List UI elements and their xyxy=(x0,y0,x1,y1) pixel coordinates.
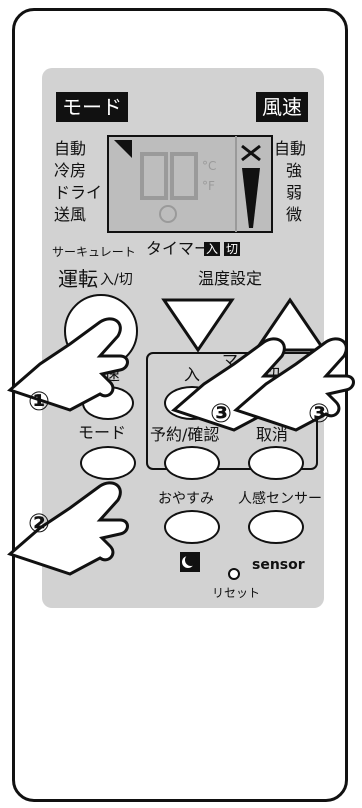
step-number: ② xyxy=(28,509,51,539)
mode-button[interactable] xyxy=(80,446,136,480)
fan-level-micro: 微 xyxy=(286,205,303,224)
mode-label: モード xyxy=(56,92,128,122)
sleep-button-label: おやすみ xyxy=(158,491,214,507)
mode-item-auto: 自動 xyxy=(54,139,87,158)
reserve-button[interactable] xyxy=(164,446,220,480)
mode-button-label: モード xyxy=(78,423,127,442)
sensor-button[interactable] xyxy=(248,510,304,544)
hand-icon xyxy=(7,317,129,412)
temp-label: 温度設定 xyxy=(198,269,263,288)
reset-label: リセット xyxy=(212,586,261,600)
step-number: ③ xyxy=(308,399,331,429)
circulate-label: サーキュレート xyxy=(52,245,136,259)
lcd-screen: °C °F xyxy=(107,135,273,233)
timer-label: タイマー xyxy=(146,239,211,258)
step-number: ③ xyxy=(210,399,233,429)
fan-level-weak: 弱 xyxy=(286,183,303,202)
fan-level-auto: 自動 xyxy=(274,139,307,158)
timer-on-button-label: 入 xyxy=(184,365,201,384)
temp-down-button[interactable] xyxy=(158,296,238,356)
sleep-button[interactable] xyxy=(164,510,220,544)
fan-level-strong: 強 xyxy=(286,161,303,180)
sleep-icon xyxy=(180,552,200,572)
svg-text:°F: °F xyxy=(202,179,215,193)
reserve-button-label: 予約/確認 xyxy=(150,425,220,444)
power-label: 運転 xyxy=(58,267,98,291)
svg-text:°C: °C xyxy=(202,159,216,173)
cancel-button[interactable] xyxy=(248,446,304,480)
power-sub-label: 入/切 xyxy=(100,272,133,288)
mode-item-dry: ドライ xyxy=(54,183,103,202)
hand-icon xyxy=(7,481,129,576)
sensor-button-label: 人感センサー xyxy=(238,491,322,507)
mode-item-cool: 冷房 xyxy=(54,161,87,180)
hand-icon xyxy=(233,337,355,432)
timer-off-box: 切 xyxy=(224,242,241,256)
sensor-logo: sensor xyxy=(252,557,305,573)
cancel-button-label: 取消 xyxy=(256,425,289,444)
step-number: ① xyxy=(28,387,51,417)
fan-speed-label: 風速 xyxy=(256,92,308,122)
timer-on-box: 入 xyxy=(204,242,221,256)
reset-button[interactable] xyxy=(228,568,240,580)
mode-item-fan: 送風 xyxy=(54,205,87,224)
